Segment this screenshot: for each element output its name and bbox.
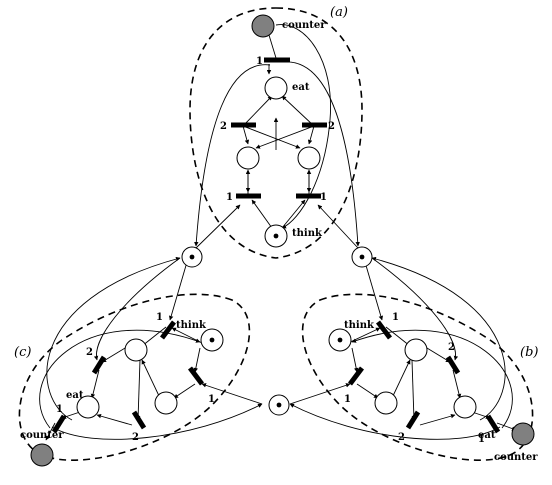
transition-c-1	[160, 320, 176, 340]
weight-b-3: 1	[344, 394, 351, 405]
place-c-hungry-bottom	[154, 391, 178, 415]
place-b-hungry-bottom	[374, 391, 398, 415]
weight-a-right-take: 1	[320, 192, 327, 203]
place-b-hungry-top	[404, 338, 428, 362]
weight-c-2: 2	[86, 347, 93, 358]
transition-b-4	[405, 410, 421, 430]
weight-c-3: 1	[208, 394, 215, 405]
label-counter-b: counter	[494, 452, 538, 463]
weight-b-4: 2	[398, 432, 405, 443]
place-b-eat	[453, 395, 477, 419]
weight-b-5: 1	[478, 434, 485, 445]
weight-a-left-eat: 2	[220, 121, 227, 132]
weight-a-right-eat: 2	[328, 121, 335, 132]
place-a-eat	[264, 76, 288, 100]
weight-b-1: 1	[392, 312, 399, 323]
transition-c-2	[91, 355, 107, 375]
transition-c-4	[131, 410, 147, 430]
weight-c-5: 1	[56, 404, 63, 415]
label-eat-a: eat	[292, 82, 310, 93]
label-think-b: think	[344, 320, 375, 331]
transition-b-1	[376, 320, 392, 340]
label-think-c: think	[176, 320, 207, 331]
place-c-hungry-top	[124, 338, 148, 362]
token-a-think	[273, 233, 279, 239]
panel-label-a: (a)	[330, 5, 348, 20]
label-counter-a: counter	[282, 20, 326, 31]
label-counter-c: counter	[20, 430, 64, 441]
label-eat-c: eat	[66, 390, 84, 401]
transition-b-2	[445, 355, 461, 375]
label-eat-b: eat	[478, 430, 496, 441]
token-fork-left	[189, 254, 195, 260]
weight-c-4: 2	[132, 432, 139, 443]
label-think-a: think	[292, 228, 323, 239]
place-a-left-hungry	[236, 146, 260, 170]
token-c-think	[209, 337, 215, 343]
token-fork-right	[359, 254, 365, 260]
counter-b	[511, 422, 535, 446]
weight-b-2: 2	[448, 342, 455, 353]
transition-b-3	[348, 366, 364, 386]
counter-c	[30, 443, 54, 467]
place-c-eat	[76, 395, 100, 419]
place-a-right-hungry	[297, 146, 321, 170]
module-b-boundary	[301, 293, 534, 461]
panel-label-c: (c)	[14, 345, 31, 360]
weight-c-1: 1	[156, 312, 163, 323]
weight-a-top: 1	[256, 56, 263, 67]
token-b-think	[337, 337, 343, 343]
transition-b-5	[485, 414, 501, 434]
token-fork-bottom	[276, 402, 282, 408]
counter-a	[251, 14, 275, 38]
panel-label-b: (b)	[520, 345, 538, 360]
transition-c-5	[51, 414, 67, 434]
module-a-boundary	[189, 7, 363, 259]
transition-c-3	[188, 366, 204, 386]
weight-a-left-take: 1	[226, 192, 233, 203]
